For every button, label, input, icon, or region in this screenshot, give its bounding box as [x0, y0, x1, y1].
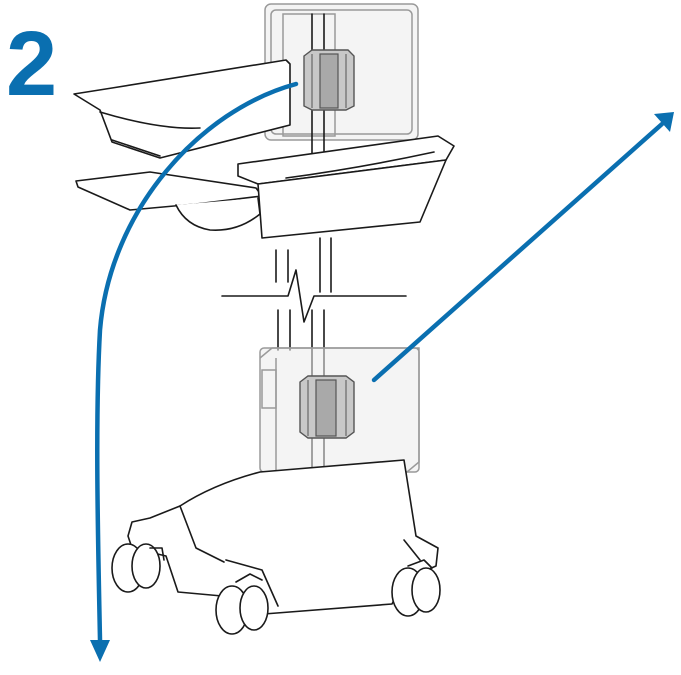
work-surface — [73, 59, 291, 159]
keyboard-tray — [75, 171, 263, 231]
upper-bracket — [303, 49, 355, 111]
break-line — [221, 269, 407, 323]
lower-bracket — [299, 375, 355, 439]
arrow-lower-to-upper-right — [371, 112, 674, 383]
step-number: 2 — [6, 13, 58, 115]
caster-wheels — [111, 543, 441, 635]
arrow-upper-to-bottom — [90, 81, 299, 662]
front-drawer — [237, 135, 455, 239]
